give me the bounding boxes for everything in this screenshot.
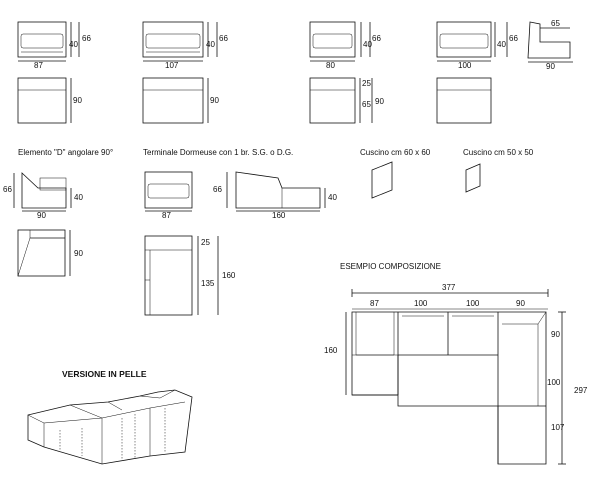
- module-side-width: 90: [546, 62, 555, 71]
- module-87-height: 66: [82, 34, 91, 43]
- dormeuse-seat-depth: 135: [201, 279, 215, 288]
- module-107-seat-height: 40: [206, 40, 215, 49]
- module-80-height: 66: [372, 34, 381, 43]
- module-side-top-width: 65: [551, 19, 560, 28]
- dormeuse-top-view: [144, 235, 193, 316]
- corner-element: Elemento "D" angolare 90° 66 40 90 90: [3, 148, 113, 277]
- example-segment-4: 90: [516, 299, 525, 308]
- module-107: 40 66 107 90: [142, 21, 228, 124]
- module-80-front-body: [309, 21, 356, 58]
- module-100: 40 66 100: [436, 21, 518, 124]
- module-107-depth: 90: [210, 96, 219, 105]
- example-total-depth: 297: [574, 386, 588, 395]
- module-80: 40 66 80 25 65 90: [309, 21, 384, 124]
- module-87-front-cushion: [20, 33, 64, 49]
- corner-depth: 90: [74, 249, 83, 258]
- module-80-top-view: [309, 77, 356, 124]
- module-87-depth: 90: [73, 96, 82, 105]
- cushion-50: Cuscino cm 50 x 50: [463, 148, 534, 193]
- dormeuse-element: Terminale Dormeuse con 1 br. S.G. o D.G.…: [143, 148, 337, 316]
- cushion-60-shape: [371, 161, 393, 199]
- corner-side-body: [21, 172, 67, 209]
- module-80-width: 80: [326, 61, 335, 70]
- dormeuse-back-depth: 25: [201, 238, 210, 247]
- example-right-part-2: 100: [547, 378, 561, 387]
- module-side-body: [527, 21, 571, 59]
- module-100-front-body: [436, 21, 492, 58]
- corner-height: 66: [3, 185, 12, 194]
- example-total-width: 377: [442, 283, 456, 292]
- example-right-part-1: 90: [551, 330, 560, 339]
- module-100-width: 100: [458, 61, 472, 70]
- leather-version: VERSIONE IN PELLE: [27, 369, 193, 465]
- example-left-depth: 160: [324, 346, 338, 355]
- cushion-50-shape: [465, 163, 481, 193]
- dormeuse-depth: 160: [222, 271, 236, 280]
- corner-top-view: [17, 229, 66, 277]
- module-80-seat-height: 40: [363, 40, 372, 49]
- example-segment-3: 100: [466, 299, 480, 308]
- module-107-height: 66: [219, 34, 228, 43]
- example-segment-1: 87: [370, 299, 379, 308]
- module-80-back-depth: 25: [362, 79, 371, 88]
- dormeuse-seat-height: 40: [328, 193, 337, 202]
- example-composition: ESEMPIO COMPOSIZIONE 377 87 100 100 90 1…: [324, 262, 588, 465]
- dormeuse-length: 160: [272, 211, 286, 220]
- module-87: 40 66 87 90: [17, 21, 91, 124]
- module-107-top-view: [142, 77, 204, 124]
- corner-caption: Elemento "D" angolare 90°: [18, 148, 113, 157]
- cushion-60-caption: Cuscino cm 60 x 60: [360, 148, 431, 157]
- dormeuse-side-body: [235, 171, 321, 209]
- dormeuse-front-width: 87: [162, 211, 171, 220]
- module-100-top-view: [436, 77, 492, 124]
- leather-sofa-outline: [27, 389, 193, 465]
- example-segment-2: 100: [414, 299, 428, 308]
- module-107-front-body: [142, 21, 204, 58]
- module-side-view: 65 90: [527, 19, 573, 71]
- module-87-width: 87: [34, 61, 43, 70]
- leather-title: VERSIONE IN PELLE: [62, 369, 147, 379]
- module-100-seat-height: 40: [497, 40, 506, 49]
- module-87-seat-height: 40: [69, 40, 78, 49]
- module-80-seat-depth: 65: [362, 100, 371, 109]
- dormeuse-caption: Terminale Dormeuse con 1 br. S.G. o D.G.: [143, 148, 293, 157]
- module-80-depth: 90: [375, 97, 384, 106]
- dormeuse-height: 66: [213, 185, 222, 194]
- module-107-width: 107: [165, 61, 179, 70]
- example-sofa-outline: [351, 311, 547, 465]
- module-87-top-view: [17, 77, 67, 124]
- cushion-60: Cuscino cm 60 x 60: [360, 148, 431, 199]
- corner-width: 90: [37, 211, 46, 220]
- dormeuse-front-body: [144, 171, 193, 209]
- example-title: ESEMPIO COMPOSIZIONE: [340, 262, 441, 271]
- corner-seat-height: 40: [74, 193, 83, 202]
- example-right-part-3: 107: [551, 423, 565, 432]
- module-100-height: 66: [509, 34, 518, 43]
- module-87-front-body: [17, 21, 67, 58]
- cushion-50-caption: Cuscino cm 50 x 50: [463, 148, 534, 157]
